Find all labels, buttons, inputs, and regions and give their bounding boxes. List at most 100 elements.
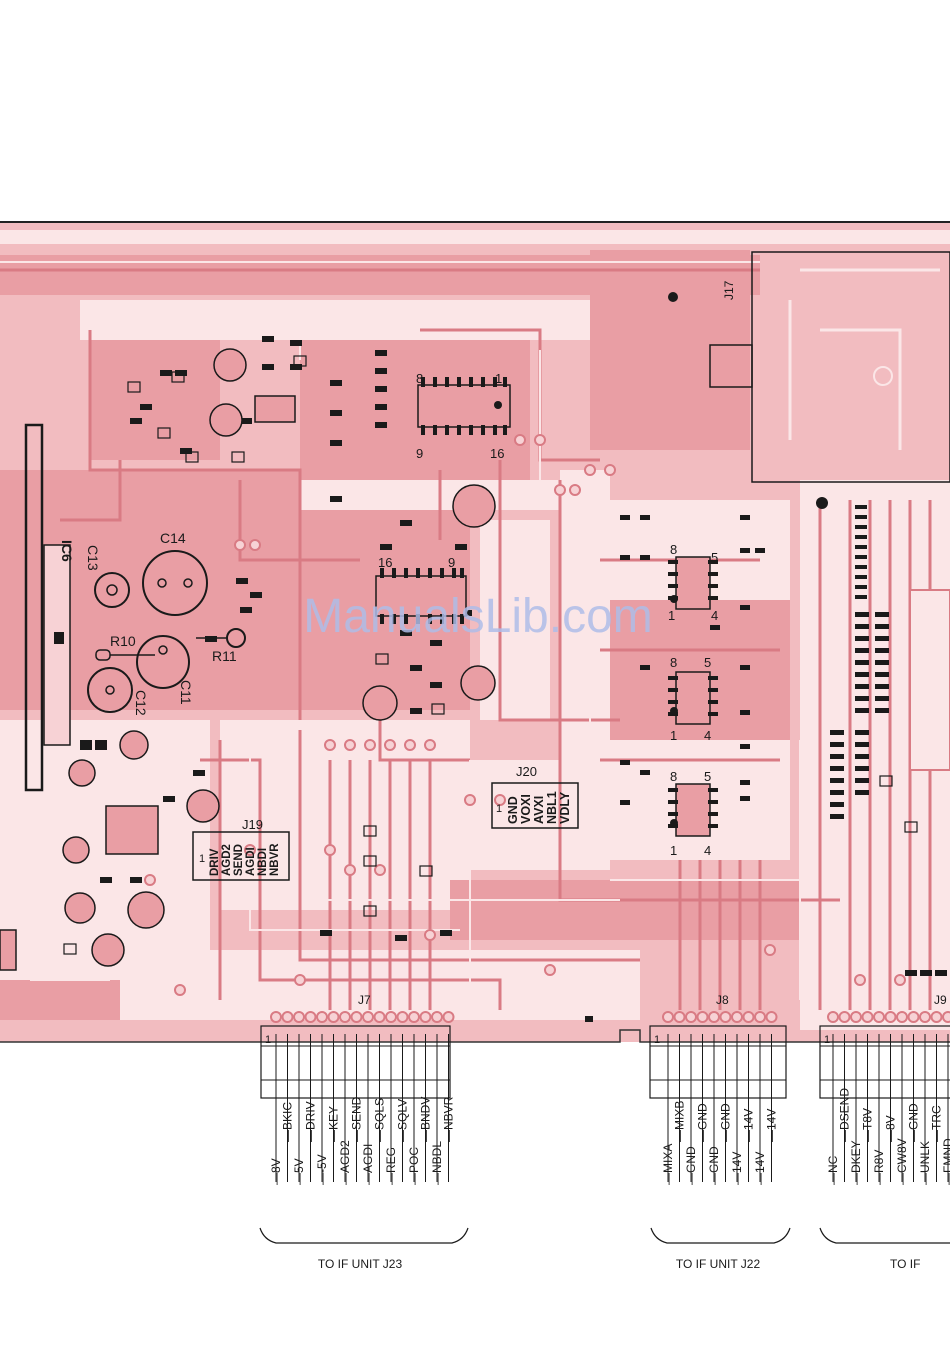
c11-label: C11 <box>178 680 194 705</box>
ic-r1-pin4: 4 <box>711 608 718 623</box>
ic-mid-pin16: 16 <box>378 555 392 570</box>
connector-pin-label: —NBDL <box>430 1141 444 1185</box>
connector-name: J9 <box>934 993 947 1007</box>
connector-pad <box>873 1011 885 1023</box>
qfp-pads <box>830 505 947 976</box>
trace-network-light <box>0 261 801 1020</box>
connector-pad <box>685 1011 697 1023</box>
connector-pin-label: —SQLS <box>373 1098 387 1142</box>
connector-pin1: 1 <box>265 1034 271 1046</box>
destination-label: TO IF <box>890 1257 920 1271</box>
ic-r3-pin5: 5 <box>704 769 711 784</box>
connector-pin-label: —TRC <box>930 1105 944 1142</box>
connector-pin-label: —DSEND <box>838 1088 852 1142</box>
connector-body <box>649 1025 787 1099</box>
j20-pin-label: AVXI <box>532 796 546 824</box>
watermark: ManualsLib.com <box>303 590 653 643</box>
connector-pad <box>304 1011 317 1023</box>
j19-pin-label: AGDI <box>245 847 257 876</box>
connector-pad <box>339 1011 351 1023</box>
connector-pin-label: —SEND <box>350 1096 364 1142</box>
connector-pad <box>442 1011 455 1023</box>
connector-pad <box>907 1011 920 1023</box>
small-sot-parts <box>63 355 918 955</box>
ic-top-pin16: 16 <box>490 446 504 461</box>
connector-pad <box>270 1011 282 1023</box>
connector-j7: J71—8V—5V—-5V—AGD2—AGDI—REG—POC—NBDL—BKI… <box>259 993 469 1271</box>
destination-bracket <box>819 1227 950 1244</box>
ic-r2-pin1: 1 <box>670 728 677 743</box>
destination-bracket <box>650 1227 791 1244</box>
r10-label: R10 <box>110 633 136 649</box>
connector-pad <box>827 1011 839 1023</box>
connector-pad <box>419 1011 432 1023</box>
connector-j9: J91—NC—DKEY—R8V—CW8V—UNLK—FMND—DSEND—T8V… <box>819 993 950 1271</box>
connector-pin-label: —GND <box>707 1146 721 1185</box>
ic-8pin-right-3: 8 5 1 4 <box>668 769 718 858</box>
ic-mid-pin9: 9 <box>448 555 455 570</box>
ic-top-pin9: 9 <box>416 446 423 461</box>
sot-package <box>254 395 296 423</box>
connector-pad <box>293 1011 305 1023</box>
connector-pin-label: —REG <box>384 1147 398 1185</box>
connector-pad <box>408 1011 420 1023</box>
ic6-regulator: IC6 <box>24 423 75 792</box>
connector-pin1: 1 <box>824 1034 830 1046</box>
connector-pad <box>919 1011 931 1023</box>
j17-label: J17 <box>722 280 736 300</box>
connector-pin-label: —5V <box>292 1158 306 1185</box>
connector-pad <box>385 1011 397 1023</box>
connector-pin-label: —BKIC <box>281 1102 295 1142</box>
c12-label: C12 <box>133 690 149 716</box>
connector-pin-label: —KEY <box>327 1106 341 1142</box>
connector-pin-label: —POC <box>407 1147 421 1185</box>
ic-r1-pin1: 1 <box>668 608 675 623</box>
connector-pad <box>350 1011 363 1023</box>
connector-pad <box>838 1011 851 1023</box>
connector-pin-label: —14V <box>742 1109 756 1142</box>
connector-pin-label: —R8V <box>872 1150 886 1185</box>
jack-j17: J17 <box>668 251 950 509</box>
connector-pin-label: —NC <box>826 1155 840 1185</box>
ic-top-pin1: 1 <box>495 371 502 386</box>
j19-pin-label: NBDI <box>257 848 269 876</box>
transistor-package <box>105 805 159 855</box>
capacitor-c14: C14 <box>142 530 208 616</box>
bottom-connectors: J71—8V—5V—-5V—AGD2—AGDI—REG—POC—NBDL—BKI… <box>259 993 950 1271</box>
ic-8pin-right-2: 8 5 1 4 <box>668 655 718 743</box>
connector-pin-label: —AGDI <box>361 1144 375 1185</box>
r11-label: R11 <box>212 648 237 664</box>
connector-pad <box>719 1011 732 1023</box>
ic-16pin-top: 8 1 9 16 <box>416 371 511 461</box>
j20-label: J20 <box>516 764 537 779</box>
connector-pin-label: —FMND <box>941 1138 950 1185</box>
c13-label: C13 <box>85 545 101 571</box>
connector-pin-label: —UNLK <box>918 1141 932 1185</box>
j20-pin-label: VDLY <box>558 791 572 824</box>
pcb-board: IC6 C13 C14 R10 R11 <box>0 221 950 1043</box>
board-bottom-edge <box>0 1029 950 1043</box>
connector-pad <box>396 1011 409 1023</box>
connector-pin-label: —BNDV <box>419 1097 433 1142</box>
connector-pad <box>884 1011 897 1023</box>
connector-pad <box>896 1011 908 1023</box>
connector-pin-label: —GND <box>907 1103 921 1142</box>
ic-r2-pin8: 8 <box>670 655 677 670</box>
connector-pad <box>316 1011 328 1023</box>
vias <box>144 434 906 996</box>
j19-pin-label: DRIV <box>209 848 221 876</box>
j20-pin-label: VOXI <box>519 794 533 824</box>
qfp-body <box>909 589 950 771</box>
connector-pad <box>431 1011 443 1023</box>
resistor-r11: R11 <box>196 628 246 664</box>
j19-pin-label: NBVR <box>269 843 281 876</box>
connector-j20: J20 1 GND VOXI AVXI NBL1 VDLY <box>491 764 579 829</box>
j20-pin-label: NBL1 <box>545 791 559 824</box>
resistor-r10: R10 <box>95 633 155 661</box>
connector-pin-label: —CW8V <box>895 1138 909 1185</box>
connector-pad <box>742 1011 755 1023</box>
connector-name: J7 <box>358 993 371 1007</box>
connector-pin-label: —8V <box>884 1115 898 1142</box>
